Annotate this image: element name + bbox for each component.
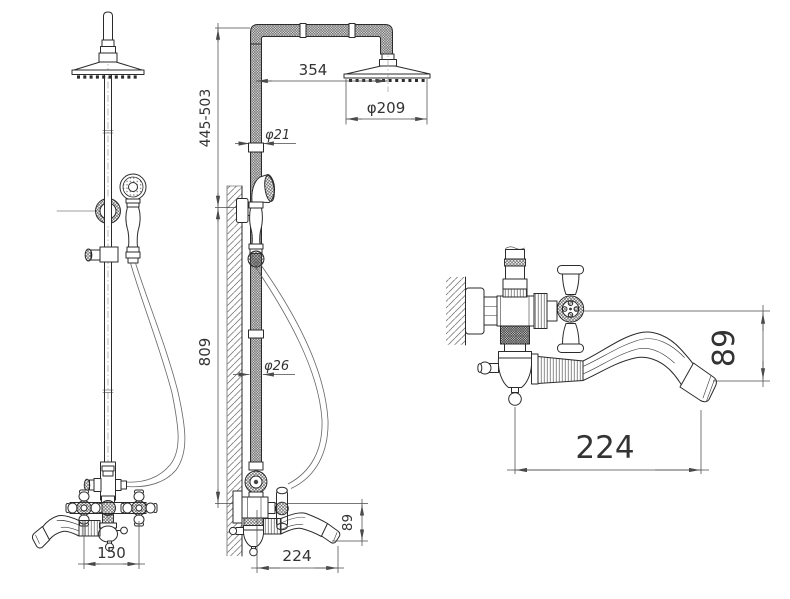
dimension-354: 354 — [256, 61, 388, 84]
diverter-front — [83, 461, 127, 501]
riser-pipe-front — [102, 74, 114, 501]
rain-shower-head-side — [343, 46, 431, 92]
dim-label-spout-reach-detail: 224 — [575, 430, 634, 466]
faucet-body-side — [228, 486, 289, 557]
dim-label-spout-drop-detail: 89 — [707, 329, 742, 367]
dim-label-head-diameter: φ209 — [367, 99, 406, 117]
dimension-224-side: 224 — [251, 510, 344, 573]
slider-clamp — [84, 246, 119, 263]
tub-spout-side — [263, 512, 341, 544]
dimension-89-side: 89 — [332, 499, 368, 546]
dimension-224-detail: 224 — [507, 407, 709, 474]
dim-label-upper-pipe-diameter: φ21 — [265, 128, 290, 143]
faucet-body-detail — [465, 246, 558, 406]
front-view: 150 — [31, 11, 186, 569]
shower-hose-front — [126, 262, 186, 488]
dim-label-height-adjust-range: 445-503 — [198, 89, 214, 148]
hand-shower-front — [119, 173, 147, 264]
dimension-150: 150 — [78, 521, 145, 569]
hand-shower-side — [247, 174, 275, 268]
dim-label-handle-spacing: 150 — [97, 544, 126, 562]
side-view: 445-503 809 — [196, 23, 431, 573]
wall-section-side — [226, 185, 243, 557]
diverter-valve-side — [244, 461, 268, 503]
dim-label-spout-drop-side: 89 — [340, 514, 356, 531]
dim-label-rail-height: 809 — [196, 338, 214, 367]
shower-hose-side — [255, 264, 329, 489]
detail-view: 89 224 — [446, 246, 770, 474]
dimension-209: φ209 — [345, 79, 428, 125]
dim-label-spout-reach-side: 224 — [282, 547, 312, 565]
wall-section-detail — [446, 276, 466, 346]
cross-handle-right — [120, 489, 158, 527]
tub-spout-front — [31, 515, 101, 549]
cross-handle-detail — [556, 265, 585, 353]
pipe-diameter-leaders — [233, 141, 296, 377]
wall-bracket-front — [56, 197, 121, 225]
rain-shower-head-front — [71, 11, 145, 79]
gooseneck-pipe — [248, 23, 393, 471]
dim-label-lower-pipe-diameter: φ26 — [264, 359, 289, 374]
dim-label-head-offset: 354 — [299, 61, 328, 79]
dimension-column-left: 445-503 809 — [196, 23, 368, 508]
tub-spout-detail — [531, 331, 717, 403]
dimension-89-detail: 89 — [584, 305, 770, 387]
